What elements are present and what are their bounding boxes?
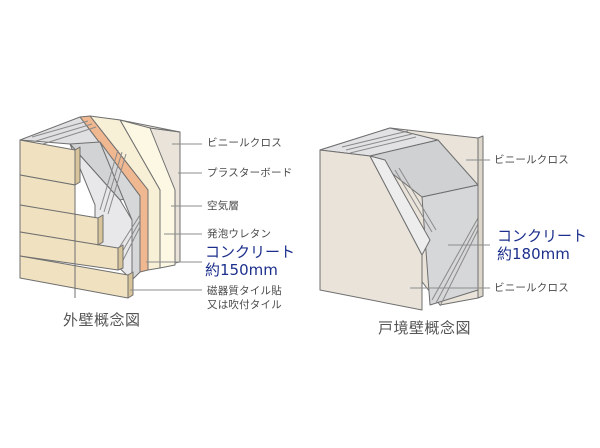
label-vinyl-cloth-bottom: ビニールクロス — [494, 282, 569, 294]
label-concrete-thickness-party: 約180mm — [497, 245, 570, 263]
label-air-layer: 空気層 — [207, 200, 240, 212]
exterior-wall-illustration — [19, 115, 181, 299]
caption-party-wall: 戸境壁概念図 — [378, 319, 472, 337]
caption-exterior-wall: 外壁概念図 — [63, 311, 141, 329]
leader-lines — [130, 143, 490, 291]
label-concrete-exterior: コンクリート — [205, 243, 296, 261]
label-vinyl-cloth: ビニールクロス — [207, 137, 282, 149]
label-plaster-board: プラスターボード — [207, 167, 293, 179]
label-tile-line2: 又は吹付タイル — [207, 299, 282, 311]
party-wall-illustration — [319, 127, 484, 311]
label-tile-line1: 磁器質タイル貼 — [207, 285, 282, 297]
label-concrete-party: コンクリート — [497, 227, 588, 245]
label-vinyl-cloth-top: ビニールクロス — [494, 154, 569, 166]
label-urethane-foam: 発泡ウレタン — [207, 228, 272, 240]
label-concrete-thickness-exterior: 約150mm — [205, 261, 278, 279]
